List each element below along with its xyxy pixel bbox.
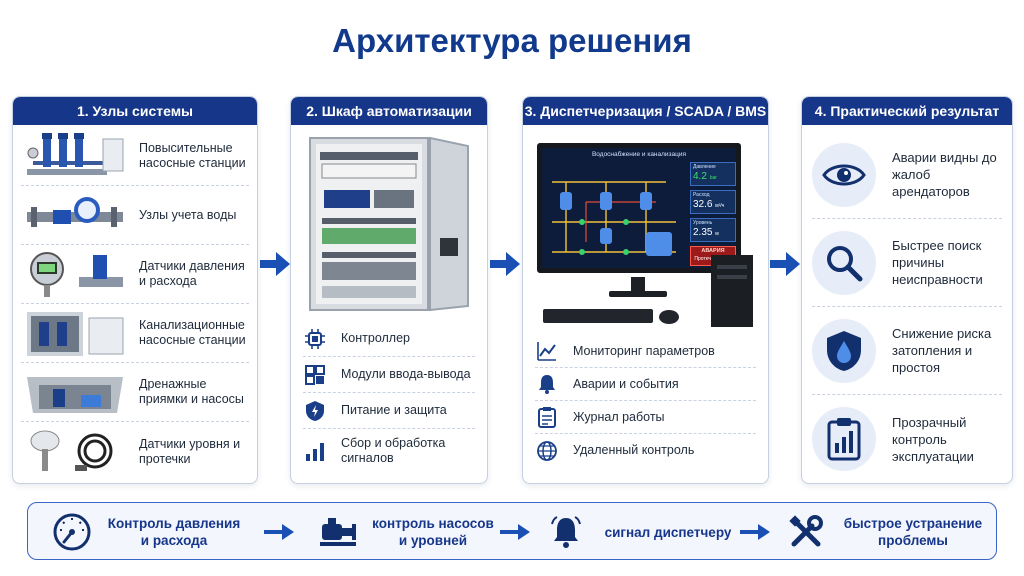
feature-label: Сбор и обработка сигналов <box>341 436 446 465</box>
flow-step-label: сигнал диспетчеру <box>604 524 732 540</box>
flow-step: контроль насосов и уровней <box>316 503 496 561</box>
panel-system-nodes: 1. Узлы системы Повысительные насосные с… <box>12 96 258 484</box>
monitor-screen: Водоснабжение и канализация Давление 4.2… <box>537 143 741 273</box>
feature-item: Сбор и обработка сигналов <box>303 429 475 473</box>
flow-step-label: быстрое устранение проблемы <box>843 516 983 548</box>
flow-step-label: Контроль давления и расхода <box>107 516 241 548</box>
report-clipboard-icon <box>827 418 861 461</box>
alarm-bell-icon <box>544 510 588 554</box>
flow-step-label: контроль насосов и уровней <box>372 516 494 548</box>
scada-value-box: Уровень 2.35 м <box>690 218 736 242</box>
eye-icon <box>822 164 866 185</box>
arrow-right-icon <box>500 524 530 540</box>
pump-station-image <box>21 130 129 182</box>
feature-label: Удаленный контроль <box>573 443 695 457</box>
feature-item: Модули ввода-вывода <box>303 357 475 393</box>
feature-label: Мониторинг параметров <box>573 343 715 358</box>
process-diagram <box>552 181 676 256</box>
panel-automation-cabinet: 2. Шкаф автоматизации Контроллер <box>290 96 488 484</box>
panel-title: 2. Шкаф автоматизации <box>291 97 487 125</box>
pc-tower-image <box>711 255 753 327</box>
node-label: Датчики давления и расхода <box>139 259 245 288</box>
node-label: Канализационные насосные станции <box>139 318 246 347</box>
result-label: Быстрее поиск причины неисправности <box>892 238 983 287</box>
panel-title: 3. Диспетчеризация / SCADA / BMS <box>523 97 768 125</box>
power-shield-icon <box>303 399 327 423</box>
arrow-right-icon <box>260 252 290 276</box>
feature-item: Удаленный контроль <box>535 434 756 467</box>
node-label: Узлы учета воды <box>139 207 237 222</box>
bell-icon <box>535 372 559 396</box>
scada-value-box: Давление 4.2 bar <box>690 162 736 186</box>
cpu-icon <box>303 327 327 351</box>
node-item: Канализационные насосные станции <box>21 304 249 363</box>
result-label: Аварии видны до жалоб арендаторов <box>892 150 997 199</box>
feature-item: Мониторинг параметров <box>535 335 756 368</box>
signal-bars-icon <box>303 439 327 463</box>
feature-item: Питание и защита <box>303 393 475 429</box>
cabinet-image <box>291 125 487 321</box>
scada-workstation-image: Водоснабжение и канализация Давление 4.2… <box>523 125 768 335</box>
node-item: Узлы учета воды <box>21 186 249 245</box>
magnifier-icon <box>827 245 863 281</box>
node-item: Повысительные насосные станции <box>21 127 249 186</box>
sewage-station-image <box>21 307 129 359</box>
arrow-right-icon <box>740 524 770 540</box>
feature-label: Контроллер <box>341 331 410 345</box>
feature-label: Питание и защита <box>341 403 447 417</box>
tools-icon <box>784 510 828 554</box>
scada-value-box: Расход 32.6 м³/ч <box>690 190 736 214</box>
scada-screen-header: Водоснабжение и канализация <box>591 151 687 158</box>
result-label: Прозрачный контроль эксплуатации <box>892 414 974 464</box>
node-label: Дренажные приямки и насосы <box>139 377 244 406</box>
globe-icon <box>535 439 559 463</box>
feature-label: Аварии и события <box>573 376 679 391</box>
arrow-right-icon <box>264 524 294 540</box>
result-item: Прозрачный контроль эксплуатации <box>812 395 1002 483</box>
water-meter-image <box>21 189 129 241</box>
gauge-icon <box>50 510 94 554</box>
process-flow-bar: Контроль давления и расхода контроль нас… <box>27 502 997 560</box>
result-label: Снижение риска затопления и простоя <box>892 326 992 375</box>
result-item: Снижение риска затопления и простоя <box>812 307 1002 395</box>
modules-icon <box>303 363 327 387</box>
flow-step: быстрое устранение проблемы <box>784 503 988 561</box>
node-label: Датчики уровня и протечки <box>139 436 241 466</box>
node-item: Датчики уровня и протечки <box>21 422 249 481</box>
arrow-right-icon <box>770 252 800 276</box>
level-sensor-image <box>21 426 129 478</box>
panel-scada: 3. Диспетчеризация / SCADA / BMS Водосна… <box>522 96 769 484</box>
node-label: Повысительные насосные станции <box>139 141 246 170</box>
pump-icon <box>316 510 360 554</box>
feature-item: Аварии и события <box>535 368 756 401</box>
result-item: Быстрее поиск причины неисправности <box>812 219 1002 307</box>
feature-item: Контроллер <box>303 321 475 357</box>
flow-step: сигнал диспетчеру <box>544 503 738 561</box>
arrow-right-icon <box>490 252 520 276</box>
flow-step: Контроль давления и расхода <box>50 503 244 561</box>
panel-title: 4. Практический результат <box>802 97 1012 125</box>
feature-item: Журнал работы <box>535 401 756 434</box>
feature-label: Модули ввода-вывода <box>341 367 471 381</box>
node-item: Датчики давления и расхода <box>21 245 249 304</box>
drainage-pit-image <box>21 366 129 418</box>
page-title: Архитектура решения <box>332 22 692 59</box>
panel-results: 4. Практический результат Аварии видны д… <box>801 96 1013 484</box>
feature-label: Журнал работы <box>573 409 665 424</box>
shield-drop-icon <box>827 330 861 371</box>
panel-title: 1. Узлы системы <box>13 97 257 125</box>
keyboard-image <box>543 309 679 324</box>
clipboard-icon <box>535 405 559 429</box>
node-item: Дренажные приямки и насосы <box>21 363 249 422</box>
monitor-stand <box>609 277 667 297</box>
pressure-sensor-image <box>21 248 129 300</box>
result-item: Аварии видны до жалоб арендаторов <box>812 131 1002 219</box>
chart-line-icon <box>535 339 559 363</box>
